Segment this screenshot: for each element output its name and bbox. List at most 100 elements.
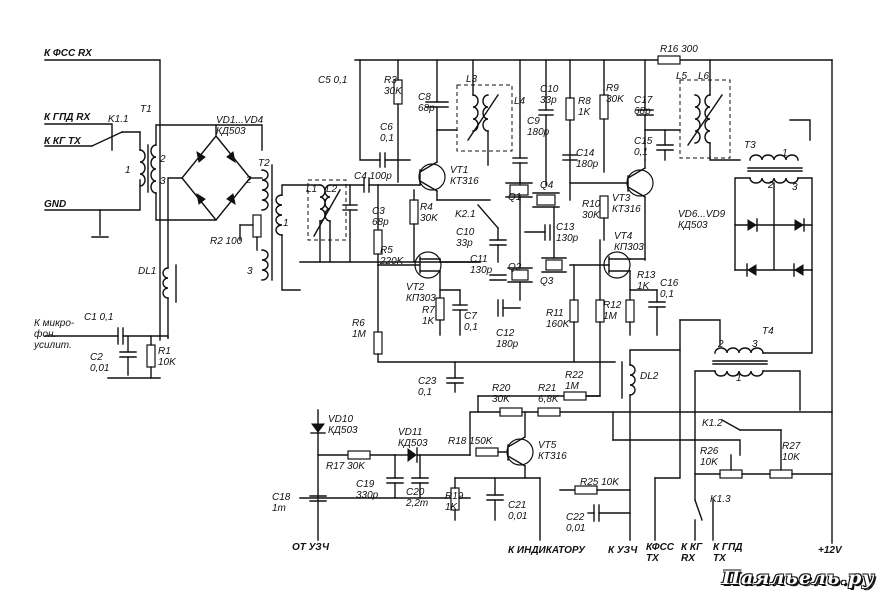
label-12v: +12V [818,545,842,556]
t2-right-coil [275,194,283,236]
r13-body [625,299,635,323]
label-r22: R22 1M [565,370,584,392]
vd11 [407,448,417,462]
label-q1: Q1 [508,192,522,203]
r10-body [599,195,609,219]
label-vt2: VT2 КП303 [406,282,436,304]
label-k13: K1.3 [710,494,731,505]
wire-kfss-tx-2 [654,349,681,479]
r22-body [563,391,587,401]
label-c14: C14 180p [576,148,599,170]
r20-body [499,407,523,417]
label-l1: L1 [306,184,318,195]
label-r11: R11 160K [546,308,570,330]
label-r3: R3 30K [384,75,402,97]
wire-t1-top [155,124,263,151]
label-c18: C18 1m [272,492,291,514]
label-vd6vd9: VD6...VD9 КД503 [678,209,726,231]
label-t1-1: 1 [125,165,131,176]
t2-left-coil [261,169,269,211]
t4-primary [714,347,764,354]
label-c5: C5 0,1 [318,75,348,86]
vd8 [747,264,757,276]
wire-t1-bottom [155,192,217,221]
label-r25: R25 10K [580,477,619,488]
t3-secondary [749,177,799,184]
label-c1: C1 0,1 [84,312,114,323]
wire-k-gpd-rx [44,123,113,151]
label-r8: R8 1K [578,96,591,118]
label-r9: R9 30K [606,83,624,105]
label-k11: K1.1 [108,114,129,125]
q1-body [509,184,529,196]
label-k-indikatoru: К ИНДИКАТОРУ [508,545,585,556]
label-r16: R16 300 [660,44,698,55]
label-r10: R10 30K [582,199,601,221]
t1-primary-coil [139,149,146,187]
bridge-outline [181,134,251,222]
r18-body [475,447,499,457]
label-c10b: C10 33p [456,227,475,249]
k21-contact [477,204,499,229]
label-q4: Q4 [540,180,554,191]
k13-contact [694,499,703,521]
label-c7: C7 0,1 [464,311,478,333]
l2-coil [324,184,331,222]
t4-in [679,319,721,346]
r11-body [569,299,579,323]
label-t3-1: 1 [782,148,788,159]
bridge-diode-4 [226,193,236,206]
label-t3-3: 3 [792,182,798,193]
label-c23: C23 0,1 [418,376,437,398]
label-k-uzch: К УЗЧ [608,545,638,556]
bridge-diode-1 [196,150,206,163]
wire-k12 [612,439,741,456]
vt5-emitter [507,455,526,467]
r27-body [769,469,793,479]
vt1-emitter [419,180,438,192]
l2-tuning [313,189,341,237]
r16-body [657,55,681,65]
label-l4: L4 [514,96,526,107]
label-vt4: VT4 КП303 [614,231,644,253]
dl1-coil [162,267,169,299]
label-k-kg-tx: К КГ TX [44,136,81,147]
q3-body [545,259,563,271]
label-r21: R21 6,8K [538,383,559,405]
t1-secondary-coil [150,144,157,194]
label-c8: C8 68p [418,92,435,114]
label-c3: C3 68p [372,206,389,228]
label-c10a: C10 33p [540,84,559,106]
t3-in [789,119,811,141]
label-r19: R19 1K [445,491,464,513]
label-t3: T3 [744,140,756,151]
vt5-collector [507,436,526,448]
label-t1: T1 [140,104,152,115]
vd7 [794,219,804,231]
label-c20: C20 2,2m [406,487,429,509]
label-c19: C19 330p [356,479,379,501]
l3-screen [456,84,513,152]
label-t1-2: 2 [160,154,166,165]
r6-body [373,331,383,355]
label-l6: L6 [698,71,710,82]
label-q2: Q2 [508,262,522,273]
k12-switch [721,419,741,431]
bridge-diode-2 [226,151,236,164]
wire-c1-r1 [122,335,169,339]
k11-contact [91,131,123,147]
label-r5: R5 220K [380,245,404,267]
r8-body [565,97,575,121]
label-t4: T4 [762,326,774,337]
wire-bridge-left [167,177,183,269]
label-c22: C22 0,01 [566,512,586,534]
vt1-body [418,163,446,191]
t4-out-right [762,269,813,354]
label-t2-2: 2 [246,175,252,186]
l6-bottom [709,142,741,161]
label-c13: C13 130p [556,222,579,244]
t4-out-left [694,370,716,501]
label-t2-3: 3 [247,266,253,277]
label-c4: C4 100p [354,171,392,182]
